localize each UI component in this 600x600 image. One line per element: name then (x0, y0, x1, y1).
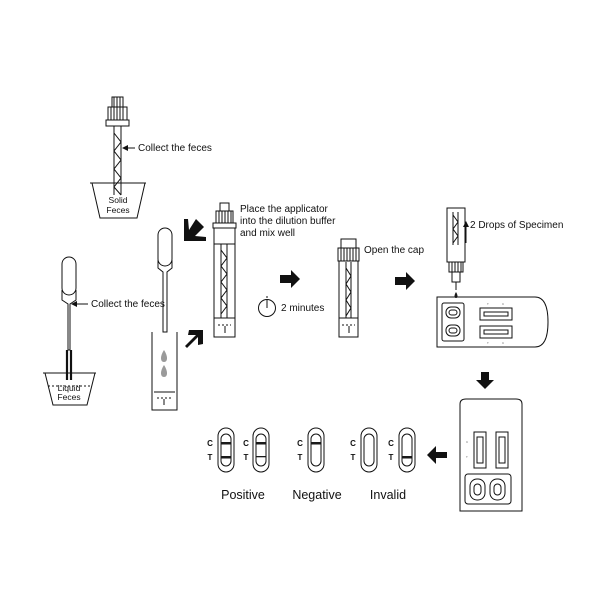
test-cassette-portrait (459, 398, 523, 512)
positive-1-c-mark: C (207, 439, 213, 448)
solid-feces-cup (90, 182, 146, 219)
arrow-to-results (427, 446, 447, 464)
positive-2-c-mark: C (243, 439, 249, 448)
positive-2-c-line (256, 442, 266, 445)
result-strip-positive-2 (252, 427, 270, 473)
invalid-2-t-line (402, 456, 412, 459)
positive-1-t-mark: T (208, 453, 213, 462)
liquid-feces-cup (43, 372, 96, 406)
invalid-1-c-mark: C (350, 439, 356, 448)
transfer-dropper (157, 227, 173, 333)
cassette-landscape-c-mark-2: C (502, 341, 505, 345)
invalid-2-t-mark: T (389, 453, 394, 462)
positive-2-t-mark: T (244, 453, 249, 462)
positive-2-t-line (256, 456, 266, 458)
cassette-landscape-t-mark-2: T (487, 341, 489, 345)
inverted-tube (446, 207, 466, 290)
drop-icons (161, 350, 167, 377)
place-label-1: Place the applicator (240, 204, 329, 215)
positive-1-t-line (221, 456, 231, 459)
result-negative-label: Negative (292, 488, 341, 502)
place-label-3: and mix well (240, 228, 295, 239)
mix-tube (212, 202, 237, 338)
result-strip-invalid-1 (360, 427, 378, 473)
liquid-collect-label: Collect the feces (91, 299, 165, 310)
result-strip-invalid-2 (398, 427, 416, 473)
arrow-solid-to-tube (184, 219, 206, 241)
solid-collect-label: Collect the feces (138, 143, 212, 154)
result-strip-positive-1 (217, 427, 235, 473)
place-label-2: into the dilution buffer (240, 216, 336, 227)
result-strip-negative (307, 427, 325, 473)
liquid-feces-dropper (61, 256, 77, 351)
open-cap-label: Open the cap (364, 245, 424, 256)
invalid-1-t-mark: T (351, 453, 356, 462)
cassette-portrait-t-mark: T (466, 455, 468, 459)
open-cap-tube (337, 238, 360, 338)
drops-label: 2 Drops of Specimen (470, 220, 563, 231)
liquid-cup-label-2: Feces (57, 392, 80, 402)
arrow-down-to-read (476, 372, 494, 389)
test-cassette-landscape (436, 296, 549, 348)
result-invalid-label: Invalid (370, 488, 406, 502)
invalid-2-c-mark: C (388, 439, 394, 448)
transfer-tube (151, 332, 178, 411)
solid-cup-label-2: Feces (106, 205, 129, 215)
result-positive-label: Positive (221, 488, 265, 502)
cassette-landscape-t-mark-1: T (487, 302, 489, 306)
negative-c-line (311, 442, 321, 445)
liquid-cup-label-1: Liquid (58, 383, 81, 393)
timer-label: 2 minutes (281, 303, 324, 314)
negative-t-mark: T (298, 453, 303, 462)
timer-icon (258, 296, 276, 317)
negative-c-mark: C (297, 439, 303, 448)
solid-cup-label-1: Solid (109, 195, 128, 205)
cassette-landscape-c-mark-1: C (502, 302, 505, 306)
arrow-mix-to-open (280, 270, 300, 288)
positive-1-c-line (221, 442, 231, 445)
solid-feces-collector (105, 96, 130, 196)
cassette-portrait-c-mark: C (466, 440, 469, 444)
arrow-dropper-to-tube (185, 330, 203, 348)
arrow-open-to-drops (395, 272, 415, 290)
